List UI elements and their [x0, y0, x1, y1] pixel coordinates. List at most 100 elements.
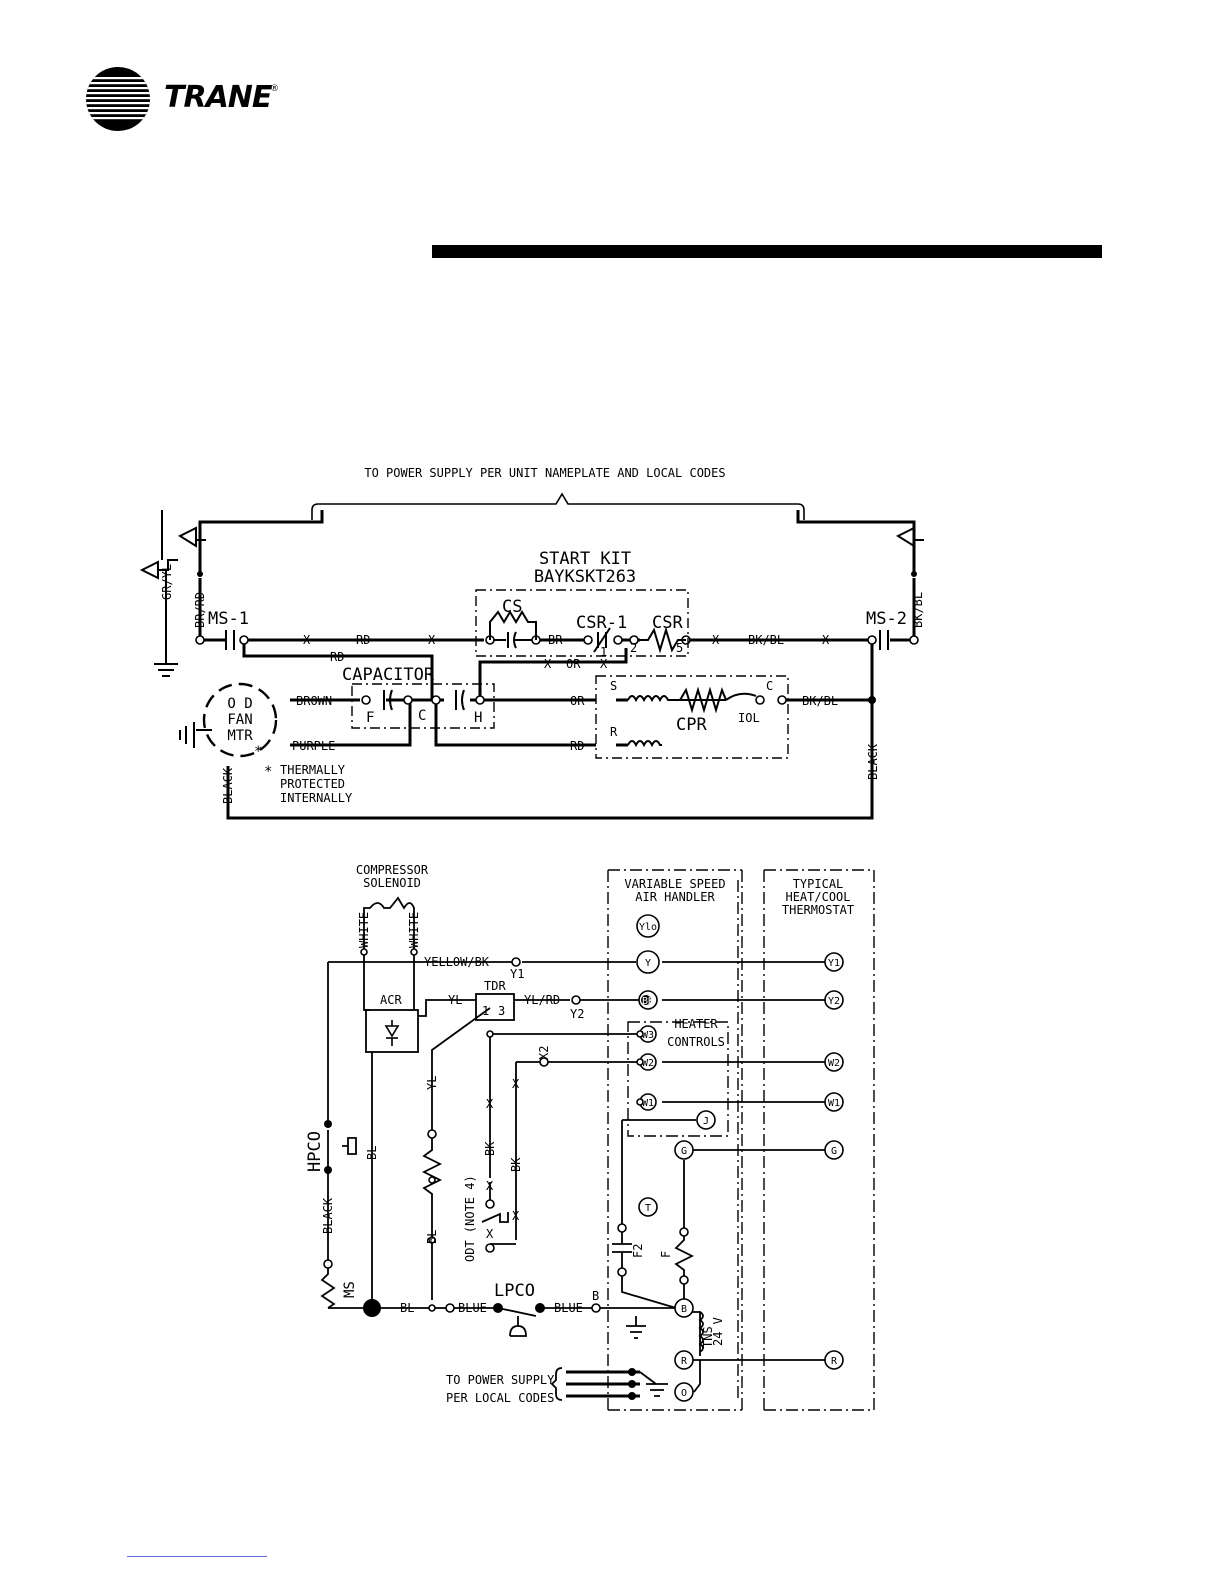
wire-bl-horizontal: BL	[400, 1301, 414, 1315]
transformer-tns-label: TNS	[701, 1326, 715, 1348]
thermostat-terminal-y1: Y1	[828, 958, 840, 969]
power-note-2: PER LOCAL CODES	[446, 1391, 554, 1405]
terminal-w1: W1	[642, 1098, 654, 1109]
compressor-solenoid-label-2: SOLENOID	[363, 876, 421, 890]
section-title-bar	[432, 245, 1102, 258]
fan-label-3: MTR	[227, 728, 253, 744]
ms2-label: MS-2	[866, 609, 907, 629]
note-asterisk: *	[264, 764, 272, 780]
fuse-f2-label: F2	[631, 1244, 645, 1258]
csr-terminal-5: 5	[676, 641, 683, 655]
terminal-g: G	[681, 1146, 687, 1157]
air-handler-title-1: VARIABLE SPEED	[624, 877, 725, 891]
wire-black-vertical: BLACK	[321, 1197, 335, 1234]
wire-blue-2: BLUE	[554, 1301, 583, 1315]
wire-or-1: OR	[566, 657, 581, 671]
capacitor-f-label: F	[366, 710, 374, 726]
thermostat-terminal-g: G	[831, 1146, 837, 1157]
wire-yellow-bk: YELLOW/BK	[424, 955, 490, 969]
csr1-terminal-1: 1	[600, 645, 607, 659]
ms-coil-label: MS	[342, 1281, 358, 1298]
thermostat-terminal-r: R	[831, 1356, 838, 1367]
acr-label: ACR	[380, 993, 402, 1007]
wire-bk-a: BK	[483, 1141, 497, 1156]
csr1-label: CSR-1	[576, 613, 627, 633]
fan-label-2: FAN	[227, 712, 252, 728]
tdr-terminal-1: 1	[482, 1004, 489, 1018]
heater-controls-2: CONTROLS	[667, 1035, 725, 1049]
lpco-label: LPCO	[494, 1281, 535, 1301]
wire-gr-yl: GR/YL	[160, 564, 174, 600]
wire-white-2: WHITE	[407, 912, 421, 948]
fan-asterisk: *	[254, 744, 262, 760]
terminal-w3: W3	[642, 1030, 654, 1041]
wire-br-rd: BR/RD	[193, 592, 207, 628]
capacitor-label: CAPACITOR	[342, 665, 435, 685]
wire-b-label: B	[592, 1289, 599, 1303]
csr-terminal-2: 2	[630, 641, 637, 655]
terminal-o: O	[681, 1388, 687, 1399]
note-line-3: INTERNALLY	[280, 791, 353, 805]
footer-link-underline[interactable]	[127, 1556, 267, 1557]
air-handler-title-2: AIR HANDLER	[635, 890, 715, 904]
start-kit-title: START KIT	[539, 549, 631, 569]
terminal-w2: W2	[642, 1058, 654, 1069]
wire-yl: YL	[448, 993, 462, 1007]
fuse-f-label: F	[659, 1251, 673, 1258]
cpr-s-label: S	[610, 679, 617, 693]
cpr-c-label: C	[766, 679, 773, 693]
terminal-b: B	[681, 1304, 687, 1315]
start-kit-model: BAYKSKT263	[534, 567, 636, 587]
wire-x-4: X	[822, 633, 830, 647]
note-line-2: PROTECTED	[280, 777, 345, 791]
cpr-label: CPR	[676, 715, 707, 735]
cpr-r-label: R	[610, 725, 618, 739]
wire-black-left: BLACK	[221, 767, 235, 804]
wire-bk-bl-vertical: BK/BL	[911, 592, 925, 628]
wire-brown: BROWN	[296, 694, 332, 708]
tdr-label: TDR	[484, 979, 506, 993]
note-line-1: THERMALLY	[280, 763, 346, 777]
control-wiring-diagram: COMPRESSOR SOLENOID WHITE WHITE YELLOW/B…	[305, 863, 875, 1411]
terminal-y1-label: Y1	[510, 967, 524, 981]
csr-label: CSR	[652, 613, 683, 633]
wire-yl-vertical: YL	[425, 1076, 439, 1090]
capacitor-h-label: H	[474, 710, 482, 726]
supply-note: TO POWER SUPPLY PER UNIT NAMEPLATE AND L…	[364, 466, 725, 480]
fan-label-1: O D	[227, 696, 252, 712]
terminal-t: T	[645, 1203, 651, 1214]
heater-controls-1: HEATER	[674, 1017, 718, 1031]
wire-x-1: X	[303, 633, 311, 647]
registered-mark: ®	[270, 84, 279, 94]
terminal-bk: BK	[642, 996, 654, 1007]
wire-blue-1: BLUE	[458, 1301, 487, 1315]
odt-label: ODT (NOTE 4)	[463, 1175, 477, 1262]
thermostat-title-3: THERMOSTAT	[782, 903, 854, 917]
power-note-1: TO POWER SUPPLY	[446, 1373, 555, 1387]
wire-bl-vertical: BL	[365, 1146, 379, 1160]
hpco-label: HPCO	[305, 1131, 325, 1172]
wire-x-5: X	[544, 657, 552, 671]
wire-x-e: X	[486, 1227, 494, 1241]
power-wiring-diagram: TO POWER SUPPLY PER UNIT NAMEPLATE AND L…	[139, 466, 925, 820]
wire-or-2: OR	[570, 694, 585, 708]
wire-bkbl-1: BK/BL	[748, 633, 784, 647]
wire-rd-2: RD	[330, 650, 344, 664]
tdr-terminal-3: 3	[498, 1004, 505, 1018]
wire-x-6: X	[600, 657, 608, 671]
thermostat-title-2: HEAT/COOL	[785, 890, 850, 904]
wire-white-1: WHITE	[357, 912, 371, 948]
transformer-24v-label: 24 V	[711, 1317, 725, 1346]
wire-x-b: X	[512, 1077, 520, 1091]
capacitor-c-label: C	[418, 708, 426, 724]
terminal-ylo: Ylo	[639, 922, 657, 933]
trane-logo-icon	[86, 67, 150, 131]
wire-bk-b: BK	[509, 1157, 523, 1172]
wire-x-2: X	[428, 633, 436, 647]
wire-x-a: X	[486, 1097, 494, 1111]
wire-bkbl-2: BK/BL	[802, 694, 838, 708]
compressor-solenoid-label-1: COMPRESSOR	[356, 863, 429, 877]
thermostat-terminal-w1: W1	[828, 1098, 840, 1109]
iol-label: IOL	[738, 711, 760, 725]
wire-purple: PURPLE	[292, 739, 335, 753]
